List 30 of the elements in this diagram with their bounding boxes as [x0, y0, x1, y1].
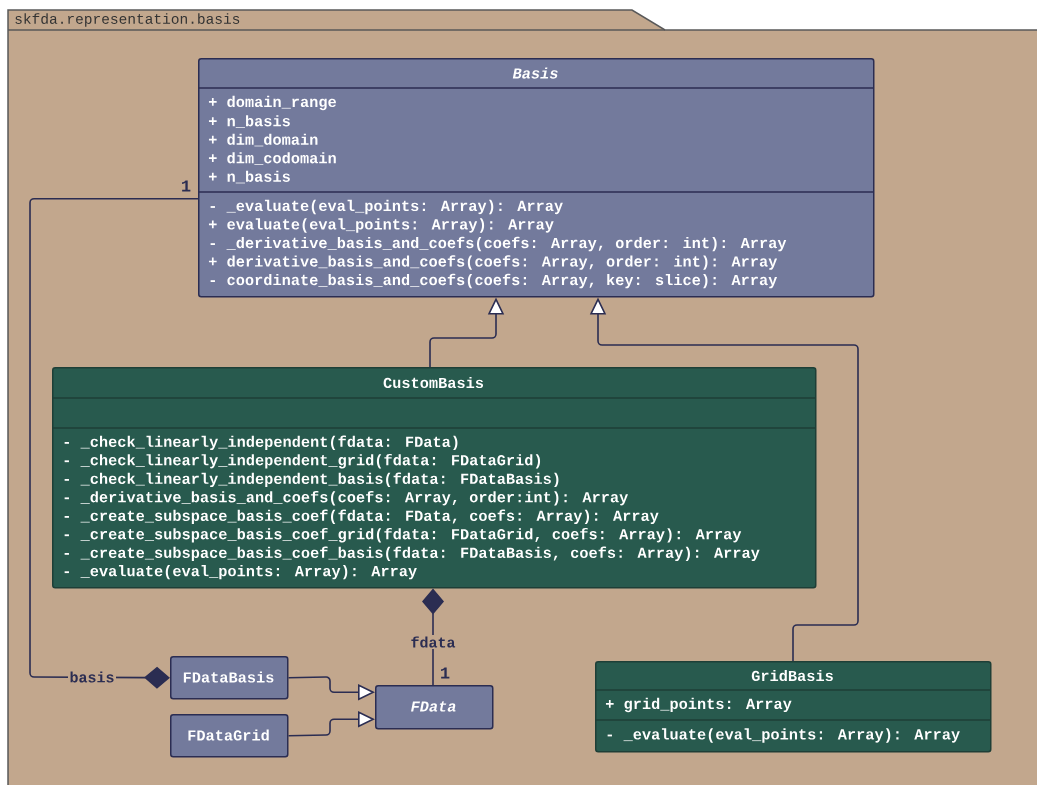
class-name: FData — [411, 701, 456, 712]
class-name: GridBasis — [751, 669, 833, 682]
member-text: - _create_subspace_basis_coef(fdata: FData, coefs: Array): Array — [64, 509, 659, 525]
connector — [29, 197, 199, 689]
class-name: FDataGrid — [188, 729, 269, 741]
class-name: CustomBasis — [383, 376, 484, 389]
multiplicity: 1 — [441, 667, 450, 679]
member-text: + derivative_basis_and_coefs(coefs: Array, order: int): Array — [208, 255, 778, 270]
member-text: + n_basis — [208, 170, 290, 184]
class-name: Basis — [512, 67, 558, 79]
member-text: + dim_domain — [208, 133, 318, 147]
connector — [422, 588, 444, 686]
member-text: + grid_points: Array — [605, 697, 792, 713]
member-text: - _evaluate(eval_points: Array): Array — [607, 728, 960, 743]
member-text: + dim_codomain — [208, 152, 336, 165]
member-text: - _create_subspace_basis_coef_basis(fdata: FDataBasis, coefs: Array): Array — [64, 546, 760, 562]
member-text: + n_basis — [208, 115, 290, 128]
member-text: - _derivative_basis_and_coefs(coefs: Array, order: int): Array — [210, 236, 787, 252]
class-name: FDataBasis — [183, 671, 274, 683]
multiplicity: 1 — [182, 180, 191, 192]
member-text: - _check_linearly_independent_grid(fdata: FDataGrid) — [64, 453, 541, 469]
member-text: - coordinate_basis_and_coefs(coefs: Array, key: slice): Array — [210, 273, 778, 289]
member-text: - _create_subspace_basis_coef_grid(fdata: FDataGrid, coefs: Array): Array — [64, 527, 742, 543]
member-text: - _check_linearly_independent_basis(fdata: FDataBasis) — [64, 472, 559, 488]
member-text: - _evaluate(eval_points: Array): Array — [64, 565, 417, 580]
member-text: + evaluate(eval_points: Array): Array — [208, 218, 554, 233]
member-text: - _check_linearly_independent(fdata: FData) — [64, 435, 458, 451]
member-text: - _evaluate(eval_points: Array): Array — [210, 199, 563, 215]
member-text: + domain_range — [208, 95, 336, 111]
member-text: - _derivative_basis_and_coefs(coefs: Array, order:int): Array — [64, 490, 628, 506]
